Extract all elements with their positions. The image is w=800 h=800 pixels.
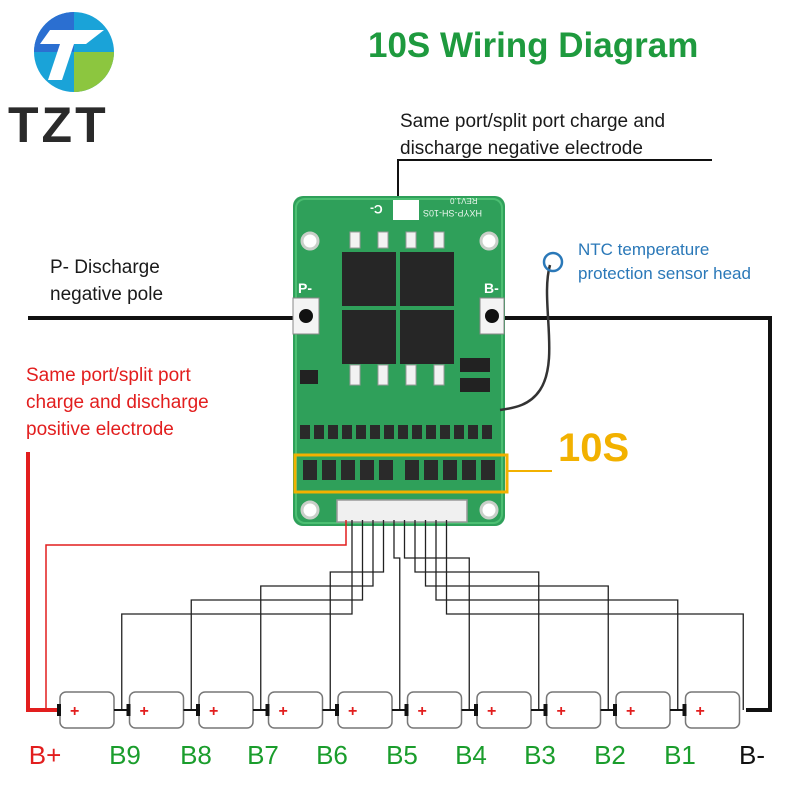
cell-plus-mark: + — [209, 703, 218, 720]
c-minus-leader-line — [397, 159, 712, 205]
balance-wire — [121, 520, 353, 710]
pad-label-p-minus: P- — [298, 280, 312, 296]
balance-wire — [424, 520, 609, 710]
terminal-label: B4 — [455, 740, 487, 770]
bms-board — [292, 196, 505, 526]
battery-cell: + — [335, 691, 393, 729]
p-minus-note-line-1: P- Discharge — [50, 257, 160, 278]
pad-label-c-minus: C- — [370, 202, 383, 216]
battery-cell: + — [682, 691, 741, 729]
c-minus-note-line-1: Same port/split port charge and — [400, 111, 666, 132]
b-plus-wire — [26, 452, 58, 712]
battery-cell: + — [474, 691, 532, 729]
terminal-label: B+ — [28, 740, 62, 770]
terminal-label: B7 — [247, 740, 279, 770]
cell-plus-mark: + — [348, 703, 357, 720]
board-model-silkscreen: HXYP-SH-10S — [423, 208, 483, 218]
battery-cell: + — [404, 691, 463, 729]
cell-plus-mark: + — [70, 703, 79, 720]
positive-note-line-3: positive electrode — [26, 419, 174, 440]
balance-wire — [435, 520, 679, 710]
ntc-sensor-icon — [542, 251, 564, 273]
c-minus-note-line-2: discharge negative electrode — [400, 138, 643, 159]
ntc-note: NTC temperature protection sensor head — [578, 238, 751, 286]
cell-plus-mark: + — [557, 703, 566, 720]
terminal-label: B1 — [664, 740, 696, 770]
cell-plus-mark: + — [696, 703, 705, 720]
balance-wire — [190, 520, 364, 710]
terminal-label: B3 — [524, 740, 556, 770]
board-rev-silkscreen: REV1.0 — [450, 196, 478, 205]
ntc-note-line-1: NTC temperature — [578, 240, 710, 259]
positive-note: Same port/split port charge and discharg… — [26, 362, 209, 443]
ntc-note-line-2: protection sensor head — [578, 264, 751, 283]
b-plus-sense-wire — [45, 520, 347, 710]
balance-wire — [393, 520, 401, 710]
terminal-label: B8 — [180, 740, 212, 770]
pad-label-b-minus: B- — [484, 280, 499, 296]
balance-wire — [403, 520, 470, 710]
positive-note-line-2: charge and discharge — [26, 392, 209, 413]
terminal-label: B9 — [109, 740, 141, 770]
battery-cell: + — [57, 691, 115, 729]
terminal-label: B2 — [594, 740, 626, 770]
balance-wire — [445, 520, 744, 710]
battery-cell: + — [126, 691, 185, 729]
cell-plus-mark: + — [279, 703, 288, 720]
cell-plus-mark: + — [418, 703, 427, 720]
tzt-logo-icon — [34, 12, 114, 92]
c-minus-note: Same port/split port charge and discharg… — [400, 108, 665, 162]
terminal-label: B- — [739, 740, 765, 770]
diagram-title: 10S Wiring Diagram — [368, 26, 699, 65]
battery-cell: + — [265, 691, 324, 729]
cell-plus-mark: + — [626, 703, 635, 720]
balance-wire — [329, 520, 385, 710]
terminal-label: B6 — [316, 740, 348, 770]
ntc-wire — [499, 264, 552, 412]
balance-wire — [414, 520, 540, 710]
battery-cell: + — [196, 691, 254, 729]
config-label-10s: 10S — [558, 426, 630, 470]
terminal-label: B5 — [386, 740, 418, 770]
positive-note-line-1: Same port/split port — [26, 365, 191, 386]
p-minus-note: P- Discharge negative pole — [50, 254, 163, 308]
cell-plus-mark: + — [140, 703, 149, 720]
b-minus-wire — [492, 316, 772, 712]
battery-cell: + — [543, 691, 602, 729]
10s-highlight-box — [293, 453, 509, 494]
cell-plus-mark: + — [487, 703, 496, 720]
logo-text: TZT — [8, 97, 109, 153]
balance-wire — [260, 520, 374, 710]
p-minus-note-line-2: negative pole — [50, 284, 164, 305]
battery-cell: + — [613, 691, 671, 729]
